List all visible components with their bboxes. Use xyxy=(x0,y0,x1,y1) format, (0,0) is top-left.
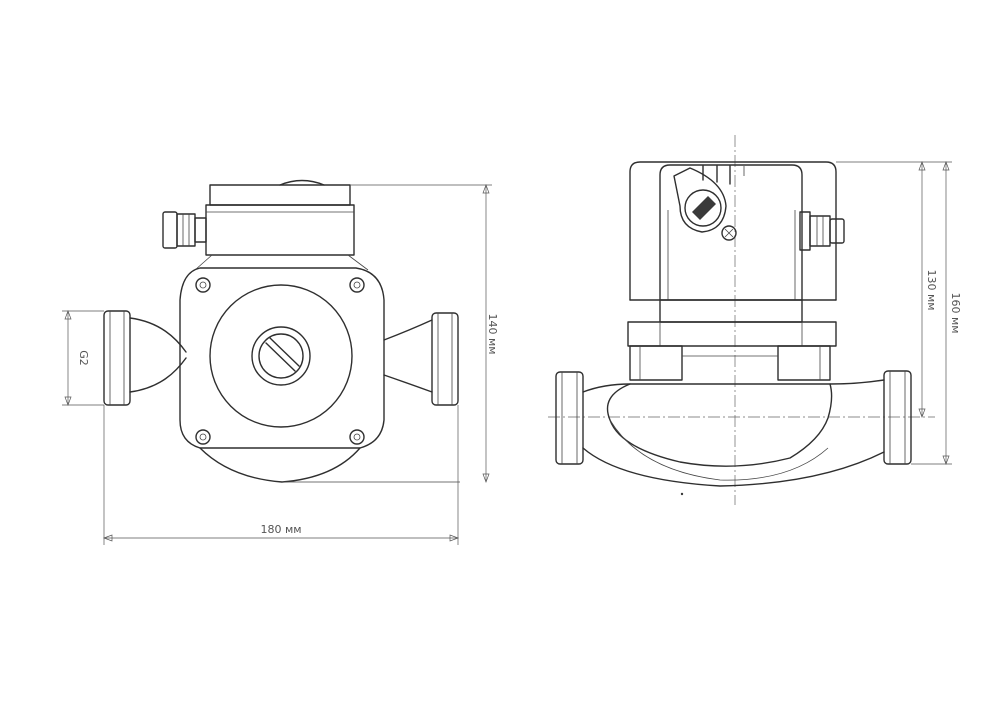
front-view xyxy=(62,179,492,545)
total-height-dimension-label: 160 мм xyxy=(949,292,962,333)
height-dimension-label: 140 мм xyxy=(486,313,499,354)
thread-label: G2 xyxy=(77,350,90,366)
width-dimension-label: 180 мм xyxy=(260,523,301,536)
axis-height-dimension-label: 130 мм xyxy=(925,269,938,310)
side-view xyxy=(548,135,952,505)
